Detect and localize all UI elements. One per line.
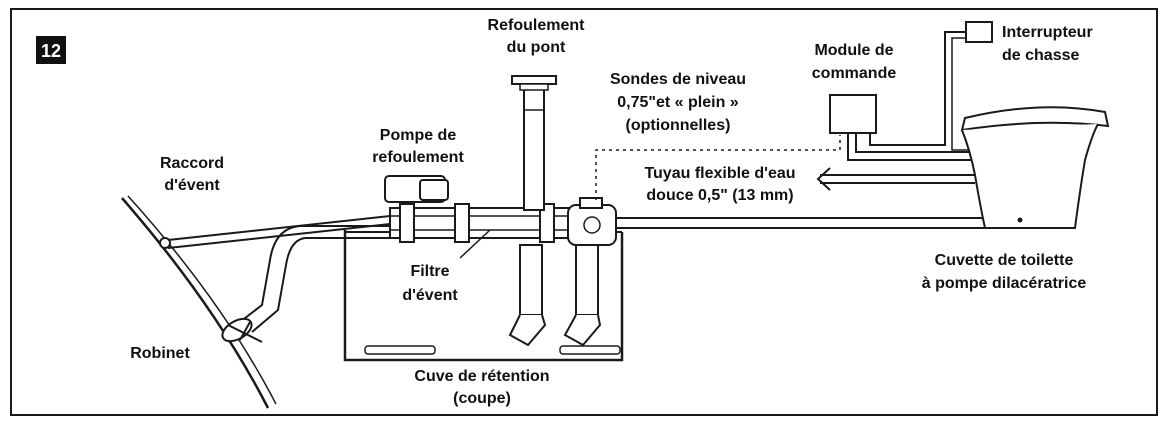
- label-water-hose-line2: douce 0,5" (13 mm): [646, 187, 793, 204]
- label-vent-filter: Filtre d'évent: [402, 263, 458, 304]
- toilet-discharge-hose: [616, 217, 985, 229]
- hull-outer-line: [121, 197, 270, 409]
- label-level-probes-line3: (optionnelles): [626, 117, 731, 134]
- label-control-module-line1: Module de: [814, 42, 893, 59]
- label-flush-switch-line1: Interrupteur: [1002, 24, 1093, 41]
- toilet: [960, 106, 1110, 229]
- vent-filter-leader: [459, 229, 491, 259]
- fresh-water-hose: [816, 167, 975, 191]
- label-vent-fitting: Raccord d'évent: [160, 155, 224, 194]
- label-vent-fitting-line1: Raccord: [160, 155, 224, 172]
- label-holding-tank-line1: Cuve de rétention: [414, 368, 549, 385]
- label-seacock: Robinet: [130, 345, 190, 362]
- label-flush-switch-line2: de chasse: [1002, 47, 1079, 64]
- label-vent-filter-line2: d'évent: [402, 287, 458, 304]
- label-discharge-pump: Pompe de refoulement: [372, 127, 464, 166]
- figure-number-badge: 12: [36, 36, 66, 64]
- label-toilet-bowl-line2: à pompe dilacératrice: [922, 275, 1087, 292]
- label-holding-tank-line2: (coupe): [453, 390, 511, 407]
- tank-interior-pipes: [508, 244, 602, 347]
- label-deck-discharge-line1: Refoulement: [488, 17, 586, 34]
- label-control-module-line2: commande: [812, 65, 897, 82]
- figure-number: 12: [41, 41, 61, 61]
- label-vent-filter-line1: Filtre: [410, 263, 449, 280]
- label-discharge-pump-line1: Pompe de: [380, 127, 457, 144]
- probe-wire: [595, 135, 841, 200]
- hull-inner-line: [127, 195, 277, 405]
- label-level-probes-line2: 0,75"et « plein »: [617, 94, 739, 111]
- label-holding-tank: Cuve de rétention (coupe): [414, 368, 549, 407]
- label-deck-discharge: Refoulement du pont: [488, 17, 586, 56]
- label-water-hose: Tuyau flexible d'eau douce 0,5" (13 mm): [644, 165, 795, 204]
- label-toilet-bowl: Cuvette de toilette à pompe dilacératric…: [922, 252, 1087, 292]
- control-module: [829, 94, 985, 161]
- seacock-hose: [239, 225, 390, 333]
- label-deck-discharge-line2: du pont: [507, 39, 566, 56]
- label-level-probes-line1: Sondes de niveau: [610, 71, 746, 88]
- label-seacock-line1: Robinet: [130, 345, 190, 362]
- label-flush-switch: Interrupteur de chasse: [1002, 24, 1093, 64]
- seacock-valve: [221, 317, 263, 343]
- figure-frame: [10, 8, 1158, 416]
- label-toilet-bowl-line1: Cuvette de toilette: [935, 252, 1074, 269]
- label-level-probes: Sondes de niveau 0,75"et « plein » (opti…: [610, 71, 746, 134]
- label-vent-fitting-line2: d'évent: [164, 177, 220, 194]
- label-control-module: Module de commande: [812, 42, 897, 82]
- label-discharge-pump-line2: refoulement: [372, 149, 464, 166]
- deck-discharge-pipe: [511, 75, 557, 211]
- label-water-hose-line1: Tuyau flexible d'eau: [644, 165, 795, 182]
- macerator-housing: [567, 197, 617, 246]
- discharge-pump: [384, 175, 571, 243]
